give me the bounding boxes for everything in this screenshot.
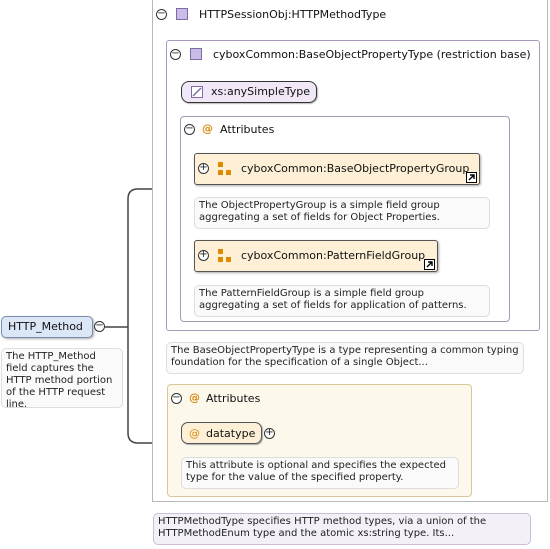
group-expand-toggle[interactable]: +: [198, 249, 209, 261]
attribute-group-box[interactable]: [194, 240, 438, 272]
base-attributes-label: Attributes: [220, 123, 275, 136]
external-link-icon[interactable]: [424, 259, 435, 270]
attribute-group-name: cyboxCommon:PatternFieldGroup: [241, 249, 426, 262]
attribute-group-description: The PatternFieldGroup is a simple field …: [194, 285, 490, 317]
attribute-at-icon: @: [189, 391, 200, 404]
element-collapse-toggle[interactable]: −: [94, 320, 105, 332]
attribute-name: datatype: [206, 427, 256, 440]
simple-type-icon: [191, 86, 203, 98]
element-box[interactable]: [1, 316, 93, 338]
type-description: HTTPMethodType specifies HTTP method typ…: [153, 513, 531, 545]
complex-type-icon: [190, 48, 202, 60]
complex-type-icon: [176, 8, 188, 20]
element-description: The HTTP_Method field captures the HTTP …: [1, 348, 123, 410]
attribute-group-icon: [218, 162, 232, 176]
base-collapse-toggle[interactable]: −: [170, 48, 181, 60]
simple-type-name: xs:anySimpleType: [211, 85, 310, 98]
attribute-expand-toggle[interactable]: +: [264, 427, 275, 439]
attribute-group-name: cyboxCommon:BaseObjectPropertyGroup: [241, 162, 470, 175]
attribute-description: This attribute is optional and specifies…: [181, 457, 459, 489]
simple-type-box[interactable]: [181, 81, 317, 103]
type-name: HTTPSessionObj:HTTPMethodType: [199, 8, 387, 21]
attribute-group-box[interactable]: [194, 153, 480, 185]
group-expand-toggle[interactable]: +: [198, 162, 209, 174]
attribute-at-icon: @: [202, 122, 213, 135]
attributes-collapse-toggle[interactable]: −: [171, 392, 182, 404]
attribute-group-description: The ObjectPropertyGroup is a simple fiel…: [194, 197, 490, 229]
attribute-at-icon: @: [189, 427, 200, 440]
attribute-group-icon: [218, 249, 232, 263]
element-name: HTTP_Method: [8, 320, 83, 333]
external-link-icon[interactable]: [466, 172, 477, 183]
attributes-label: Attributes: [206, 392, 261, 405]
type-collapse-toggle[interactable]: −: [156, 8, 167, 20]
base-type-description: The BaseObjectPropertyType is a type rep…: [166, 342, 524, 374]
base-attributes-collapse-toggle[interactable]: −: [184, 123, 195, 135]
attribute-box[interactable]: [181, 422, 262, 444]
base-type-name: cyboxCommon:BaseObjectPropertyType (rest…: [213, 48, 531, 61]
